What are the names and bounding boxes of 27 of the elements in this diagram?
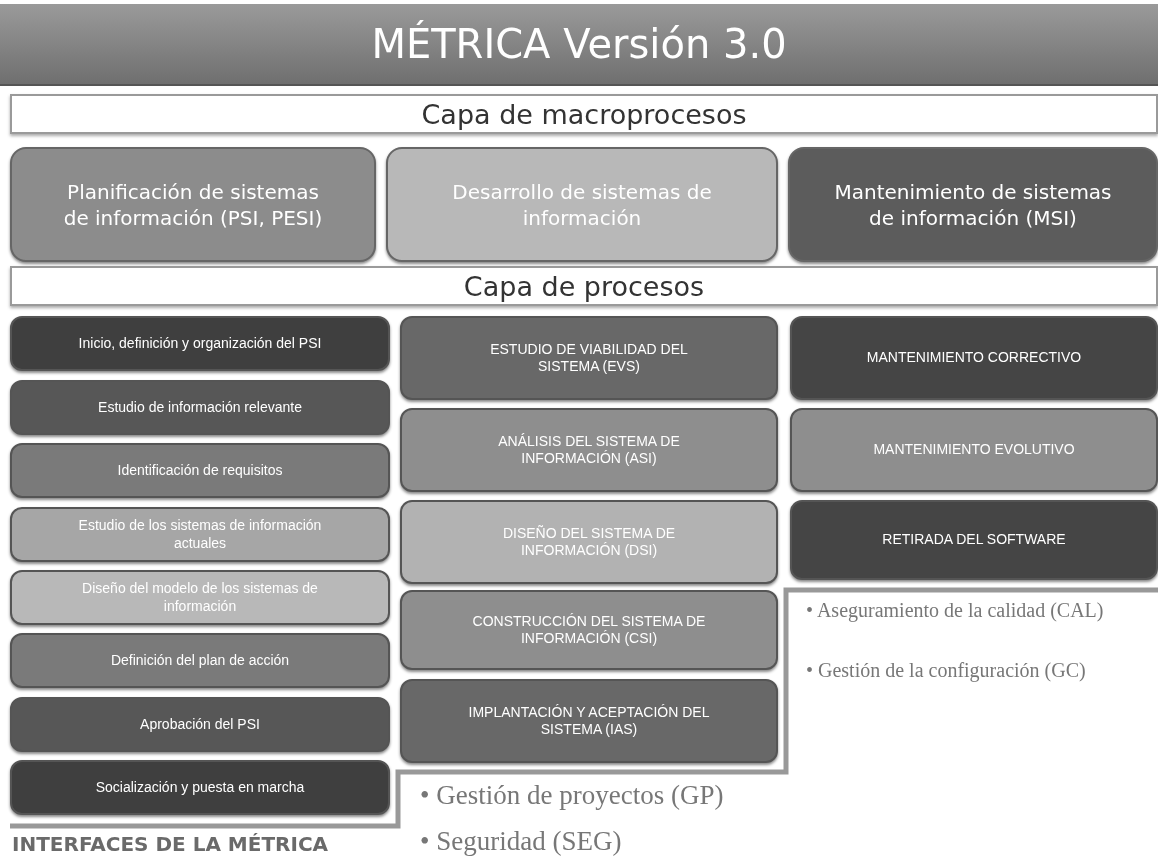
title-bar: MÉTRICA Versión 3.0: [0, 4, 1158, 86]
process-box: Socialización y puesta en marcha: [10, 760, 390, 815]
process-box: Identificación de requisitos: [10, 443, 390, 498]
macroprocess-box: Planificación de sistemas de información (PSI, PESI): [10, 147, 376, 262]
bullet-text: • Gestión de proyectos (GP): [420, 779, 725, 812]
macroprocess-box: Mantenimiento de sistemas de información (MSI): [788, 147, 1158, 262]
layer-band: Capa de macroprocesos: [10, 94, 1158, 134]
process-box: MANTENIMIENTO CORRECTIVO: [790, 316, 1158, 400]
bullet-text: • Seguridad (SEG): [420, 825, 623, 858]
heading-text: INTERFACES DE LA MÉTRICA: [12, 832, 330, 856]
layer-band: Capa de procesos: [10, 266, 1158, 306]
process-box: IMPLANTACIÓN Y ACEPTACIÓN DEL SISTEMA (IAS): [400, 679, 778, 763]
macroprocess-box: Desarrollo de sistemas de información: [386, 147, 778, 262]
process-box: CONSTRUCCIÓN DEL SISTEMA DE INFORMACIÓN (CSI): [400, 590, 778, 670]
bullet-text: • Gestión de la configuración (GC): [806, 658, 1087, 684]
process-box: Diseño del modelo de los sistemas de información: [10, 570, 390, 625]
process-box: Estudio de los sistemas de información actuales: [10, 507, 390, 562]
process-box: RETIRADA DEL SOFTWARE: [790, 500, 1158, 580]
process-box: Inicio, definición y organización del PSI: [10, 316, 390, 371]
process-box: ANÁLISIS DEL SISTEMA DE INFORMACIÓN (ASI): [400, 408, 778, 492]
bullet-text: • Aseguramiento de la calidad (CAL): [806, 598, 1105, 624]
process-box: DISEÑO DEL SISTEMA DE INFORMACIÓN (DSI): [400, 500, 778, 584]
process-box: Aprobación del PSI: [10, 697, 390, 752]
process-box: Estudio de información relevante: [10, 380, 390, 435]
process-box: Definición del plan de acción: [10, 633, 390, 688]
process-box: ESTUDIO DE VIABILIDAD DEL SISTEMA (EVS): [400, 316, 778, 400]
process-box: MANTENIMIENTO EVOLUTIVO: [790, 408, 1158, 492]
